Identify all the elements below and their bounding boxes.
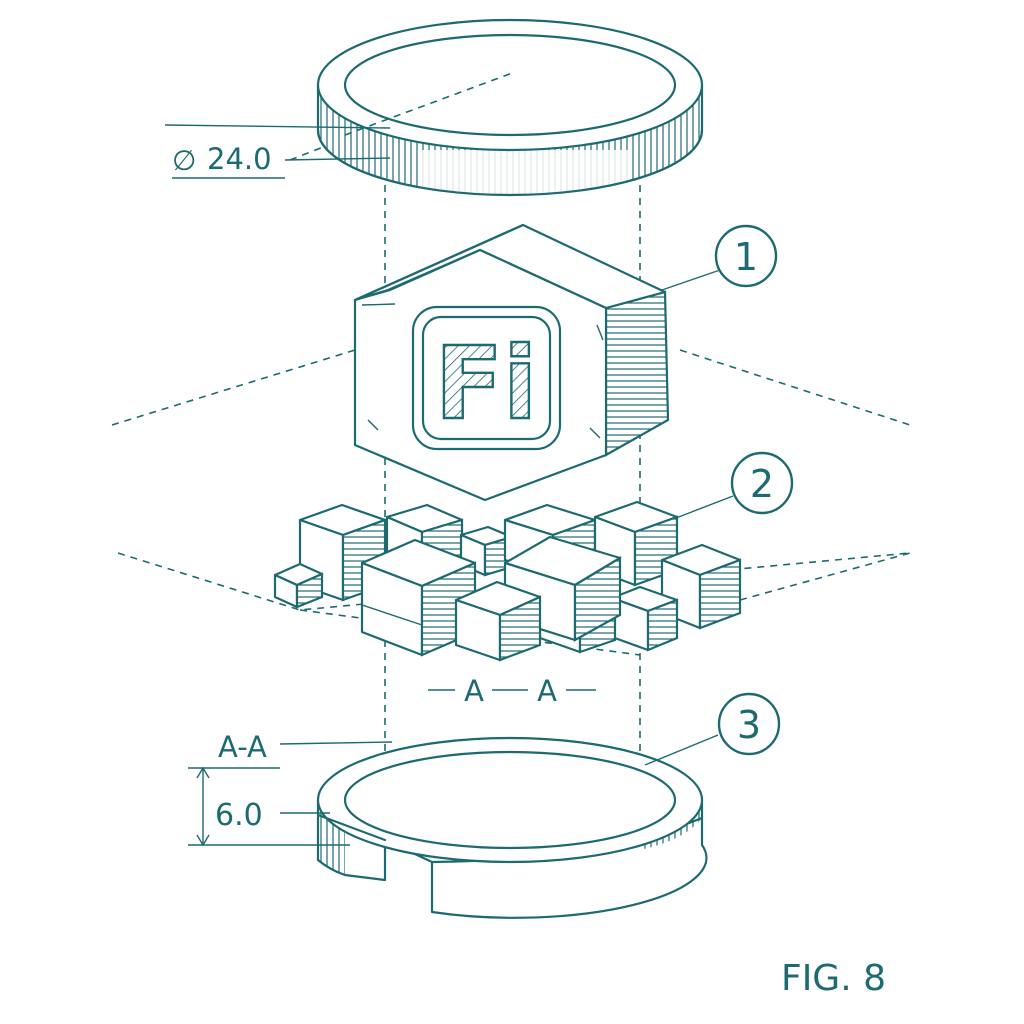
diameter-value: 24.0	[207, 142, 272, 176]
section-label: A-A	[218, 730, 267, 764]
diameter-dimension: ∅ 24.0	[164, 124, 391, 179]
cube	[454, 580, 542, 662]
cube	[273, 562, 324, 609]
cube	[610, 585, 679, 652]
section-marker-left: A	[464, 674, 484, 708]
callout-1: 1	[661, 224, 778, 291]
hex-block: Fi	[353, 223, 670, 502]
top-disc	[316, 18, 704, 200]
logo-text: Fi	[435, 325, 538, 442]
thickness-dimension: A-A 6.0	[188, 730, 393, 847]
section-marker-right: A	[537, 674, 557, 708]
diameter-symbol: ∅	[172, 144, 196, 177]
callout-2: 2	[675, 451, 794, 519]
logo-tile	[411, 305, 562, 451]
callout-1-number: 1	[734, 235, 758, 279]
cube	[660, 543, 742, 630]
callout-3: 3	[644, 692, 781, 766]
callout-3-number: 3	[737, 703, 761, 747]
figure-label: FIG. 8	[781, 958, 886, 999]
bottom-disc	[316, 736, 708, 920]
callout-2-number: 2	[750, 462, 774, 506]
cube	[459, 525, 514, 577]
section-markers: A A	[428, 674, 596, 708]
cube-cluster	[273, 500, 742, 662]
thickness-value: 6.0	[215, 798, 263, 833]
